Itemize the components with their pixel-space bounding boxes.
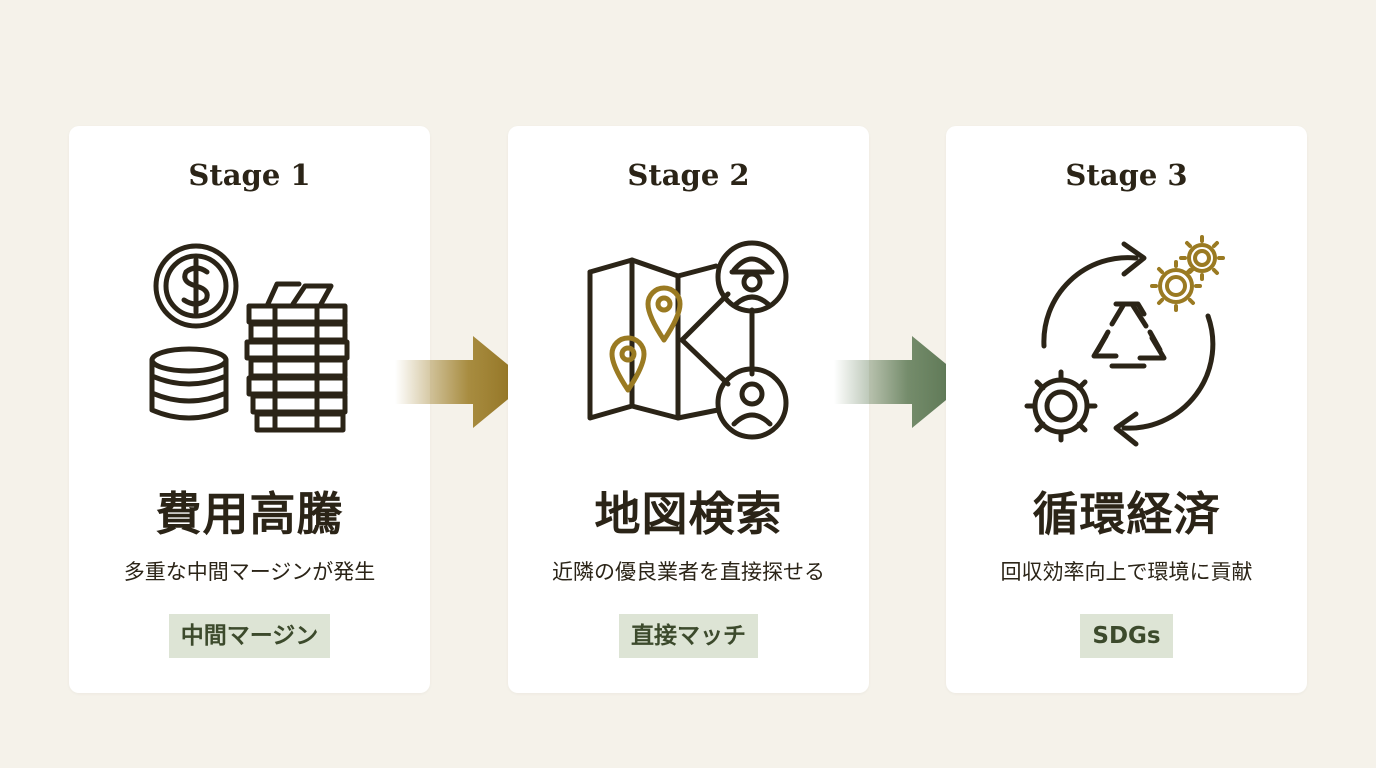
- arrow-right-icon: [395, 336, 529, 428]
- coins-and-bills-icon: [149, 243, 350, 433]
- stage-description: 多重な中間マージンが発生: [123, 560, 376, 584]
- stage-description: 近隣の優良業者を直接探せる: [552, 560, 825, 584]
- recycle-cycle-icon: [1024, 235, 1225, 447]
- stage-tag: 直接マッチ: [619, 614, 758, 658]
- stage-heading: 地図検索: [594, 487, 783, 541]
- stage-label: Stage 3: [1065, 158, 1188, 192]
- stage-card-2: Stage 2 地図検: [508, 126, 869, 693]
- stage-tag: 中間マージン: [168, 614, 331, 658]
- stage-label: Stage 1: [188, 158, 311, 192]
- stage-heading: 費用高騰: [155, 487, 344, 541]
- stage-card-3: Stage 3: [946, 126, 1307, 693]
- stage-label: Stage 2: [627, 158, 750, 192]
- stage-description: 回収効率向上で環境に貢献: [1000, 560, 1253, 584]
- stage-card-1: Stage 1 費用高騰 多重な中間マージンが発生: [69, 126, 430, 693]
- map-with-people-icon: [587, 240, 789, 440]
- arrow-right-icon: [834, 336, 968, 428]
- stage-tag: SDGs: [1080, 614, 1173, 658]
- stage-heading: 循環経済: [1032, 487, 1221, 541]
